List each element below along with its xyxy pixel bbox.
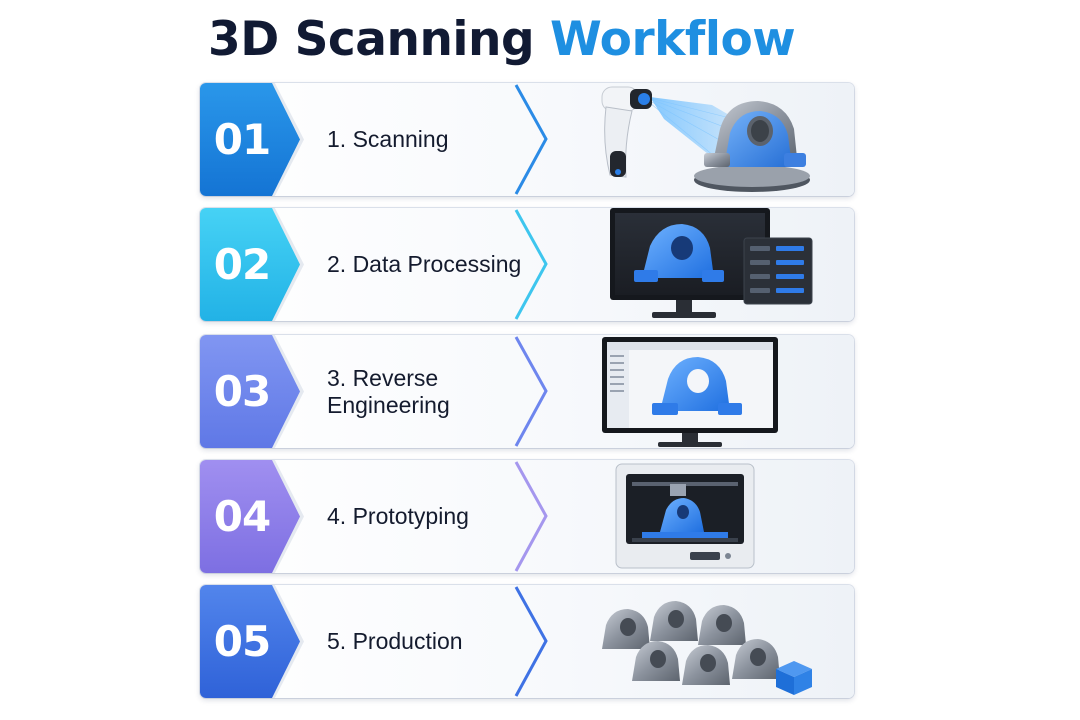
step-badge: 03 [200, 335, 300, 448]
3d-printer-icon [615, 463, 755, 569]
step-label: 5. Production [327, 628, 463, 654]
chevron-right-icon [514, 209, 548, 320]
workflow-step-production: 05 5. Production [200, 585, 854, 698]
box-icon [776, 661, 812, 695]
step-number: 02 [213, 240, 271, 289]
page-title: 3D Scanning Workflow [208, 8, 796, 72]
step-label: 2. Data Processing [327, 251, 522, 277]
step-number: 01 [213, 115, 271, 164]
step-label-line2: Engineering [327, 391, 450, 418]
step-badge: 04 [200, 460, 300, 573]
workflow-step-scanning: 01 1. Scanning [200, 83, 854, 196]
chevron-right-icon [514, 586, 548, 697]
chevron-right-icon [514, 84, 548, 195]
step-badge: 01 [200, 83, 300, 196]
monitor-mesh-icon [610, 208, 813, 318]
production-parts-icon [602, 601, 812, 695]
step-label: 1. Scanning [327, 126, 449, 152]
chevron-right-icon [514, 461, 548, 572]
chevron-right-icon [514, 336, 548, 447]
step-label-line1: 3. Reverse [327, 364, 439, 391]
workflow-step-prototyping: 04 4. Prototyping [200, 460, 854, 573]
step-label: 3. Reverse Engineering [327, 335, 537, 448]
workflow-step-data-processing: 02 2. Data Processing [200, 208, 854, 321]
step-number: 05 [213, 617, 271, 666]
step-badge: 02 [200, 208, 300, 321]
workflow-step-reverse-engineering: 03 3. Reverse Engineering [200, 335, 854, 448]
step-badge: 05 [200, 585, 300, 698]
step-number: 04 [213, 492, 271, 541]
handheld-scanner-icon [601, 86, 810, 192]
title-main: 3D Scanning [208, 12, 535, 67]
step-label: 4. Prototyping [327, 503, 469, 529]
step-number: 03 [213, 367, 271, 416]
title-accent: Workflow [550, 12, 796, 67]
cad-monitor-icon [602, 337, 778, 447]
